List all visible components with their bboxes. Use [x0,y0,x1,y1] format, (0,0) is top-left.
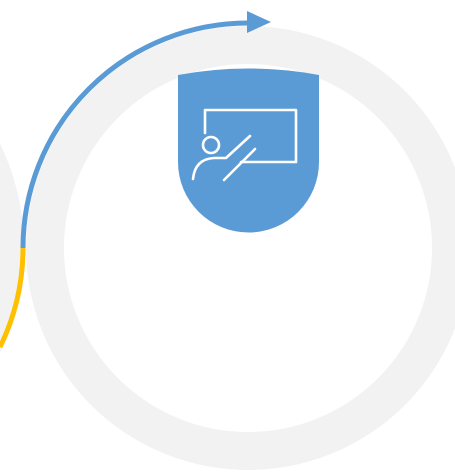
presentation-board-icon [191,108,298,182]
connector-arrow-upper [20,20,249,249]
connector-arrow-lower [0,247,26,349]
connector-arrowhead [247,11,271,33]
previous-step-ring [0,143,24,353]
current-step-ring [26,26,455,470]
icon-badge [178,68,319,233]
